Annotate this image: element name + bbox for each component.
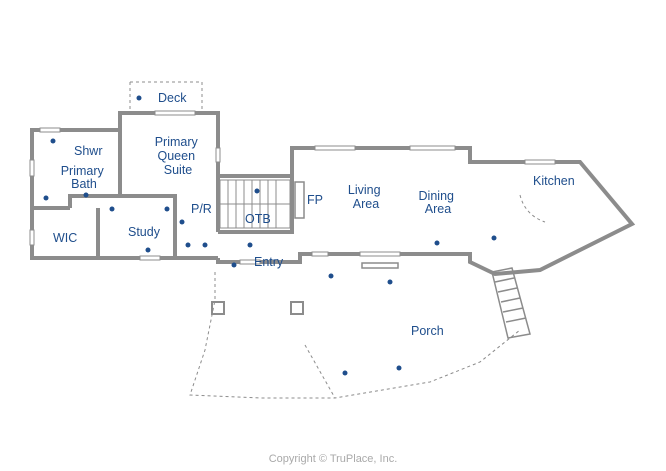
room-label-primary-bath: Primary Bath <box>61 164 108 191</box>
room-label-fp: FP <box>307 193 323 207</box>
room-label-dining-area: Dining Area <box>419 189 458 216</box>
window-frames <box>29 110 556 265</box>
walls <box>30 111 636 277</box>
porch-posts <box>211 301 304 315</box>
room-label-wic: WIC <box>53 231 77 245</box>
interior-stairs <box>219 179 291 229</box>
room-label-pr: P/R <box>191 202 212 216</box>
exterior-stairs <box>491 267 531 339</box>
room-label-deck: Deck <box>158 91 187 105</box>
dashed-outlines <box>129 81 546 399</box>
fireplace <box>294 181 305 219</box>
room-label-porch: Porch <box>411 324 444 338</box>
room-label-shwr: Shwr <box>74 144 102 158</box>
entry-bench <box>361 262 399 269</box>
room-label-living-area: Living Area <box>348 183 384 211</box>
openings <box>29 110 555 265</box>
room-label-entry: Entry <box>254 255 284 269</box>
room-label-primary-queen-suite: Primary Queen Suite <box>155 135 202 177</box>
copyright-notice: Copyright © TruPlace, Inc. <box>268 453 398 465</box>
room-label-kitchen: Kitchen <box>533 174 575 188</box>
room-label-otb: OTB <box>245 212 271 226</box>
room-label-study: Study <box>128 225 161 239</box>
photo-points <box>43 95 497 376</box>
